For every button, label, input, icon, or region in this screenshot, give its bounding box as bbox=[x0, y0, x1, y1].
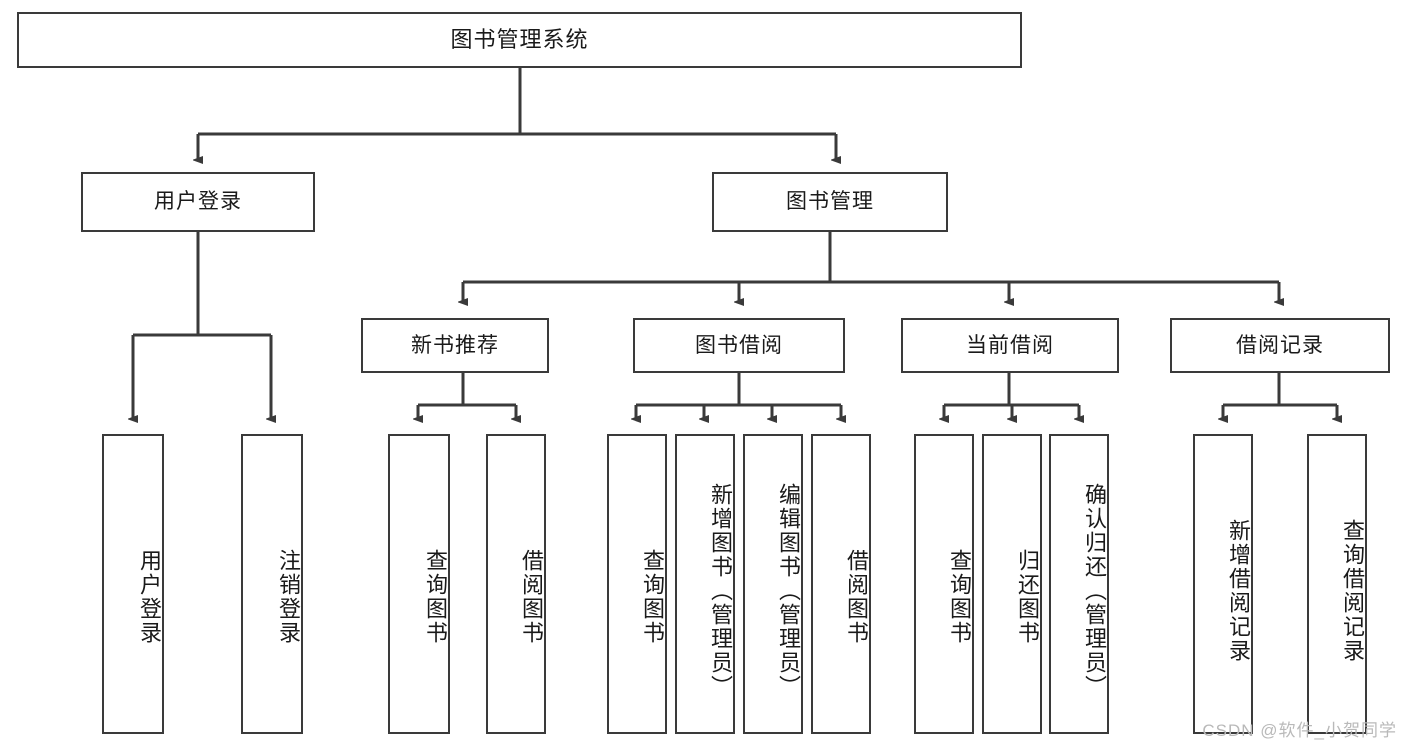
node-root-system[interactable]: 图书管理系统 bbox=[17, 12, 1022, 68]
leaf-query-book-current[interactable]: 查询图书 bbox=[914, 434, 974, 734]
leaf-query-book-recommend[interactable]: 查询图书 bbox=[388, 434, 450, 734]
node-borrow-record[interactable]: 借阅记录 bbox=[1170, 318, 1390, 373]
leaf-query-borrow-record[interactable]: 查询借阅记录 bbox=[1307, 434, 1367, 734]
leaf-return-book[interactable]: 归还图书 bbox=[982, 434, 1042, 734]
leaf-borrow-book[interactable]: 借阅图书 bbox=[811, 434, 871, 734]
node-current-borrow[interactable]: 当前借阅 bbox=[901, 318, 1119, 373]
leaf-add-book-admin[interactable]: 新增图书（管理员） bbox=[675, 434, 735, 734]
leaf-add-borrow-record[interactable]: 新增借阅记录 bbox=[1193, 434, 1253, 734]
watermark-text: CSDN @软件_小贺同学 bbox=[1202, 721, 1397, 740]
leaf-query-book-borrow[interactable]: 查询图书 bbox=[607, 434, 667, 734]
node-book-borrow[interactable]: 图书借阅 bbox=[633, 318, 845, 373]
node-user-login[interactable]: 用户登录 bbox=[81, 172, 315, 232]
node-new-book-recommend[interactable]: 新书推荐 bbox=[361, 318, 549, 373]
leaf-borrow-book-recommend[interactable]: 借阅图书 bbox=[486, 434, 546, 734]
leaf-edit-book-admin[interactable]: 编辑图书（管理员） bbox=[743, 434, 803, 734]
leaf-user-login[interactable]: 用户登录 bbox=[102, 434, 164, 734]
node-book-management[interactable]: 图书管理 bbox=[712, 172, 948, 232]
leaf-confirm-return-admin[interactable]: 确认归还（管理员） bbox=[1049, 434, 1109, 734]
leaf-user-logout[interactable]: 注销登录 bbox=[241, 434, 303, 734]
